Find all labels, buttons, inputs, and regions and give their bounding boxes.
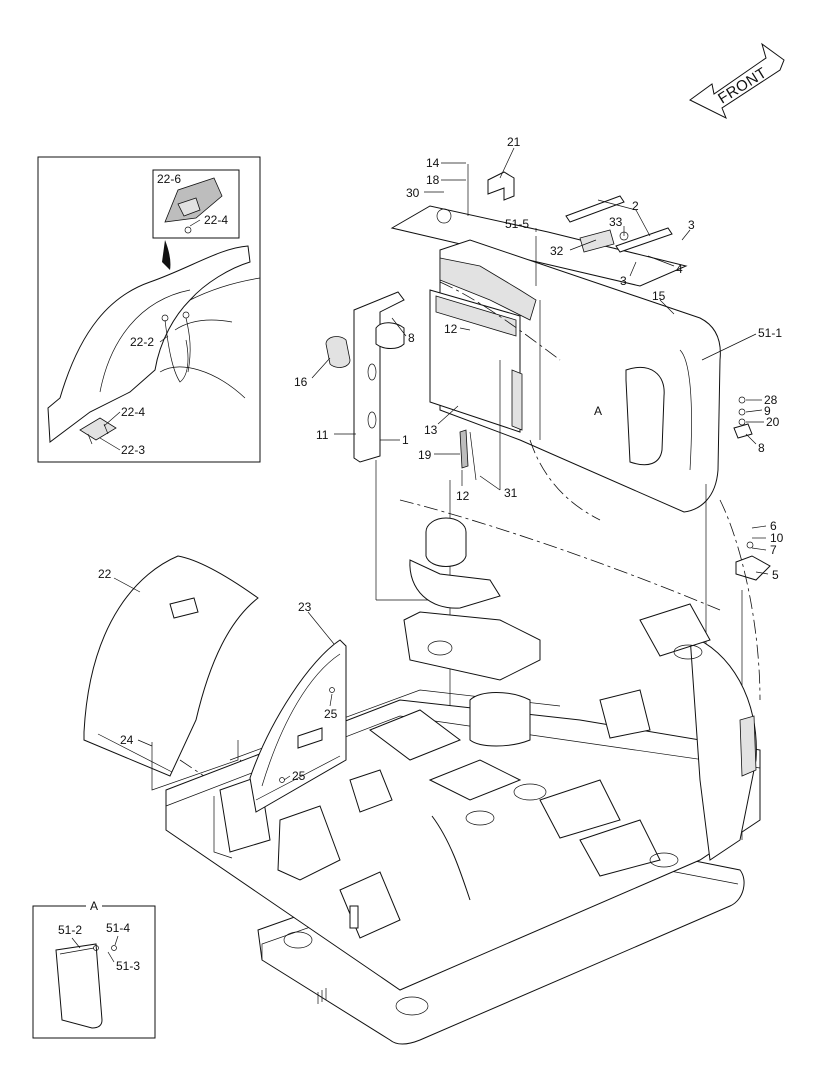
inset-a-label-51-4: 51-4	[106, 921, 130, 935]
callout-33: 33	[609, 215, 623, 229]
callout-3a: 3	[688, 218, 695, 232]
inset-a-label-51-2: 51-2	[58, 923, 82, 937]
callout-1: 1	[402, 433, 409, 447]
inset-a-title: A	[90, 899, 98, 913]
callout-51-1: 51-1	[758, 326, 782, 340]
callout-18: 18	[426, 173, 440, 187]
callout-31: 31	[504, 486, 518, 500]
callout-21: 21	[507, 135, 521, 149]
callout-22: 22	[98, 567, 112, 581]
callout-20: 20	[766, 415, 780, 429]
callout-5: 5	[772, 568, 779, 582]
callout-leaders	[113, 147, 769, 781]
callout-11: 11	[316, 428, 329, 442]
inset-label-22-6: 22-6	[157, 172, 181, 186]
side-cover-22	[83, 555, 259, 791]
inset-a-label-51-3: 51-3	[116, 959, 140, 973]
callout-9: 9	[764, 404, 771, 418]
callout-10: 10	[770, 531, 784, 545]
callout-8a: 8	[408, 331, 415, 345]
side-panel-23	[249, 639, 347, 813]
inset-label-22-2: 22-2	[130, 335, 154, 349]
inset-label-22-4b: 22-4	[121, 405, 145, 419]
callout-32: 32	[550, 244, 564, 258]
callout-6: 6	[770, 519, 777, 533]
inset-label-22-3: 22-3	[121, 443, 145, 457]
callout-16: 16	[294, 375, 308, 389]
inset-label-22-4a: 22-4	[204, 213, 228, 227]
callout-2: 2	[632, 199, 639, 213]
callout-3b: 3	[620, 274, 627, 288]
callout-labels: 14 18 30 21 51-5 2 33 32 3 3 4 15 51-1 8…	[98, 135, 784, 783]
callout-23: 23	[298, 600, 312, 614]
callout-24: 24	[120, 733, 134, 747]
front-label: FRONT	[715, 64, 770, 107]
inset-hood-hinge: 22-6 22-4 22-2 22-4 22-3	[37, 156, 261, 463]
callout-15: 15	[652, 289, 666, 303]
callout-51-5: 51-5	[505, 217, 529, 231]
callout-7: 7	[770, 543, 777, 557]
callout-19: 19	[418, 448, 432, 462]
callout-12a: 12	[444, 322, 458, 336]
callout-28: 28	[764, 393, 778, 407]
front-arrow: FRONT	[689, 42, 785, 120]
detail-ref-a: A	[594, 404, 602, 418]
inset-detail-a: A 51-2 51-4 51-3	[32, 898, 156, 1039]
callout-25b: 25	[292, 769, 306, 783]
callout-25a: 25	[324, 707, 338, 721]
callout-13: 13	[424, 423, 438, 437]
callout-30: 30	[406, 186, 420, 200]
callout-8b: 8	[758, 441, 765, 455]
callout-4: 4	[676, 262, 683, 276]
callout-14: 14	[426, 156, 440, 170]
callout-12b: 12	[456, 489, 470, 503]
top-cover-assembly	[325, 164, 771, 581]
